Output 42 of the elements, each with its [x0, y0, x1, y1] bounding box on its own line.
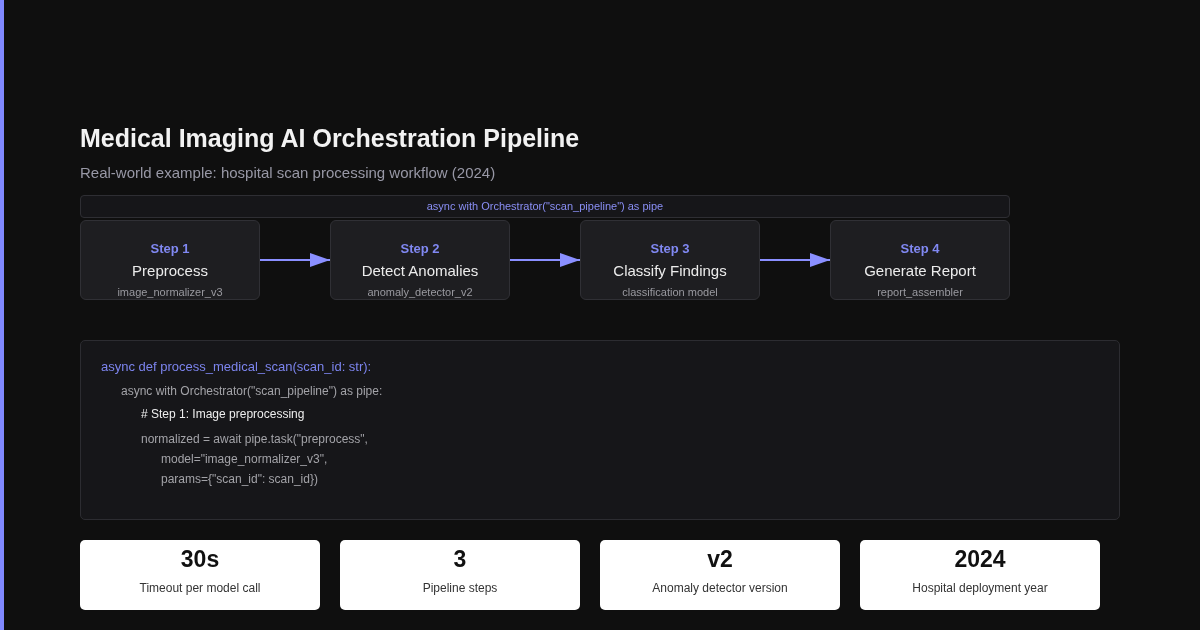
- model-name: anomaly_detector_v2: [367, 285, 473, 299]
- stat-value: 30s: [180, 546, 220, 572]
- context-band: [80, 195, 1010, 218]
- code-snippet: async with Orchestrator("scan_pipeline") as pipe: [426, 199, 664, 214]
- stat-value: 3: [453, 546, 467, 572]
- step-card: [330, 220, 510, 300]
- stat-card: [600, 540, 840, 610]
- code-line: normalized = await pipe.task("preprocess",: [141, 431, 368, 447]
- stat-label: Pipeline steps: [422, 580, 498, 596]
- model-name: image_normalizer_v3: [117, 285, 223, 299]
- stat-label: Hospital deployment year: [912, 580, 1048, 596]
- step-title: Generate Report: [864, 261, 976, 281]
- stat-value: v2: [707, 546, 733, 572]
- step-number: Step 1: [150, 240, 190, 258]
- step-card: [580, 220, 760, 300]
- step-number: Step 2: [400, 240, 440, 258]
- model-name: classification model: [622, 285, 718, 299]
- code-line: async def process_medical_scan(scan_id: str):: [101, 359, 372, 375]
- arrow: [259, 253, 331, 267]
- arrow: [759, 253, 831, 267]
- stat-label: Timeout per model call: [139, 580, 261, 596]
- step-card: [830, 220, 1010, 300]
- stat-value: 2024: [954, 546, 1006, 572]
- arrow: [509, 253, 581, 267]
- stat-card: [340, 540, 580, 610]
- code-line: async with Orchestrator("scan_pipeline") as pipe:: [121, 383, 383, 399]
- step-title: Detect Anomalies: [361, 261, 479, 281]
- stat-card: [80, 540, 320, 610]
- step-card: [80, 220, 260, 300]
- step-number: Step 4: [900, 240, 940, 258]
- model-name: report_assembler: [877, 285, 963, 299]
- page-title: Medical Imaging AI Orchestration Pipeline: [80, 123, 580, 154]
- code-line: params={"scan_id": scan_id}): [161, 471, 318, 487]
- code-panel: [80, 340, 1120, 520]
- step-title: Preprocess: [132, 261, 208, 281]
- stat-label: Anomaly detector version: [652, 580, 788, 596]
- stat-card: [860, 540, 1100, 610]
- code-line: # Step 1: Image preprocessing: [141, 406, 305, 422]
- step-number: Step 3: [650, 240, 690, 258]
- step-title: Classify Findings: [613, 261, 727, 281]
- subtitle: Real-world example: hospital scan processing workflow (2024): [80, 163, 496, 183]
- code-line: model="image_normalizer_v3",: [161, 451, 328, 467]
